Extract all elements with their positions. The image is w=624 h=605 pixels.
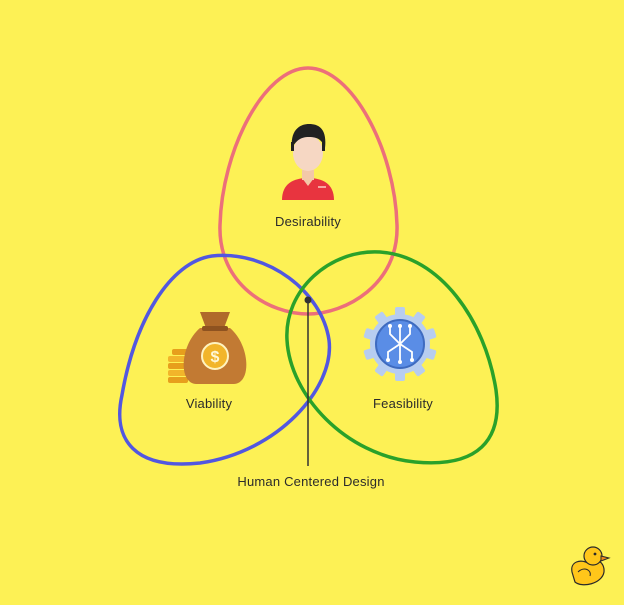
person-icon — [282, 124, 334, 200]
desirability-label: Desirability — [275, 214, 341, 229]
svg-text:$: $ — [211, 349, 220, 366]
feasibility-label: Feasibility — [373, 396, 433, 411]
money-bag-icon: $ — [168, 312, 247, 384]
center-label: Human Centered Design — [237, 474, 385, 489]
viability-label: Viability — [185, 396, 233, 411]
feasibility-loop — [285, 250, 499, 465]
center-pointer-dot — [304, 296, 312, 304]
gear-chip-icon — [363, 307, 437, 381]
duck-logo — [571, 546, 611, 586]
